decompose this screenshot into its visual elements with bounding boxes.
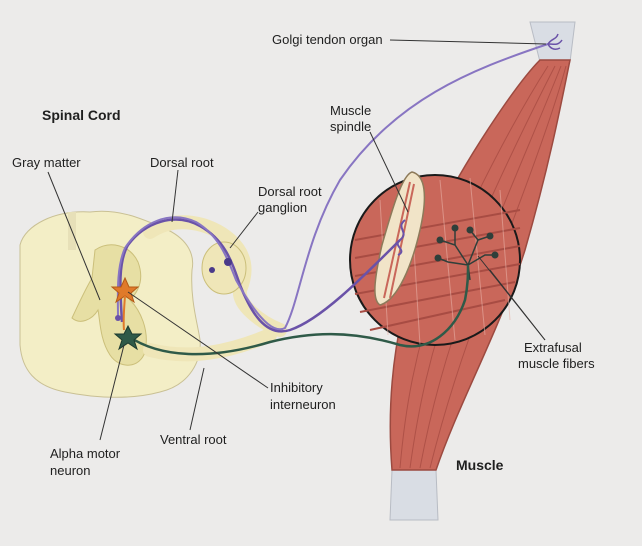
synapse-dot [115,315,121,321]
leader-golgi [389,39,547,45]
label-extrafusal-1: Extrafusal [524,340,582,355]
lower-tendon [389,469,439,521]
zoom-circle [349,174,521,346]
spindle-fibers [383,181,415,299]
label-ventral-root: Ventral root [160,432,227,447]
leader-ventral-root [189,367,205,431]
label-dorsal-root-ganglion-2: ganglion [258,200,307,215]
sensory-nerve-golgi [116,43,549,331]
leader-extrafusal-2 [489,269,546,341]
label-spinal-cord: Spinal Cord [42,107,121,123]
label-muscle-spindle-2: spindle [330,119,371,134]
label-alpha-motor-1: Alpha motor [50,446,121,461]
leader-muscle-spindle [369,131,409,213]
muscle-spindle [374,171,426,306]
end-plate-dots [434,224,499,262]
leader-gray-matter [47,171,101,301]
motor-nerve [127,264,470,356]
interneuron-axon [122,295,126,331]
label-muscle-spindle-1: Muscle [330,103,371,118]
label-dorsal-root: Dorsal root [150,155,214,170]
label-inhibitory-2: interneuron [270,397,336,412]
ganglion-cell-body-2 [209,267,215,273]
leader-dorsal-root [171,169,179,223]
label-inhibitory-1: Inhibitory [270,380,323,395]
golgi-tendon-endings [547,33,563,50]
upper-tendon [529,21,576,63]
leader-inhibitory [127,291,269,389]
label-extrafusal-2: muscle fibers [518,356,595,371]
leader-dorsal-root-ganglion [229,211,259,249]
leader-alpha-motor [99,344,125,441]
label-dorsal-root-ganglion-1: Dorsal root [258,184,322,199]
alpha-motor-neuron [113,324,143,351]
ganglion-cell-body [224,258,232,266]
label-muscle: Muscle [456,457,504,473]
leader-lines [47,39,547,441]
dorsal-root-ganglion [201,241,247,295]
label-golgi-tendon-organ: Golgi tendon organ [272,32,383,47]
label-gray-matter: Gray matter [12,155,81,170]
label-alpha-motor-2: neuron [50,463,90,478]
